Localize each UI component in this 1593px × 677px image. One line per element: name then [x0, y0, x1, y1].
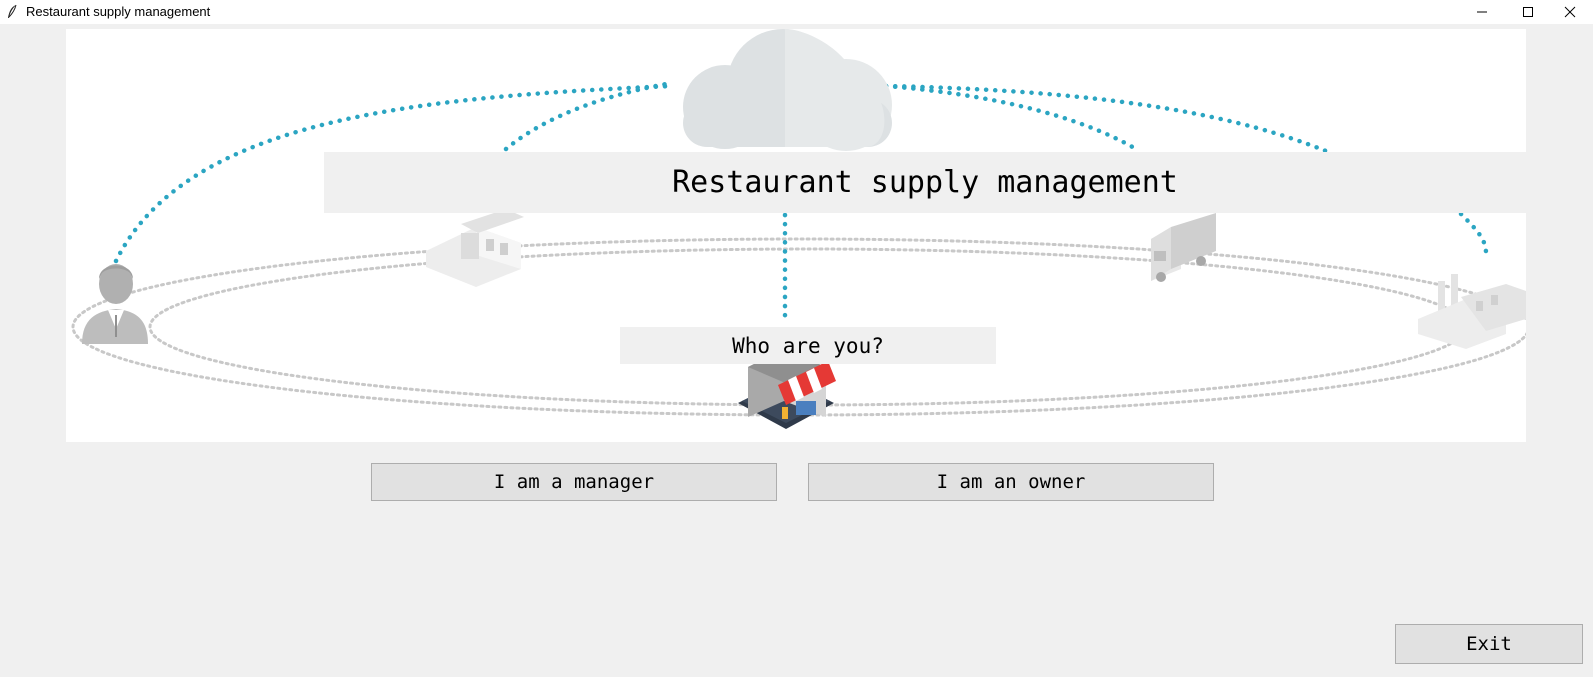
minimize-button[interactable] — [1459, 0, 1505, 24]
close-button[interactable] — [1547, 0, 1593, 24]
exit-button[interactable]: Exit — [1395, 624, 1583, 664]
restaurant-store-icon — [738, 349, 836, 429]
close-icon — [1564, 6, 1576, 18]
cloud-icon — [683, 29, 892, 151]
maximize-button[interactable] — [1505, 0, 1551, 24]
owner-button[interactable]: I am an owner — [808, 463, 1214, 501]
supply-chain-illustration — [71, 29, 1526, 429]
app-title: Restaurant supply management — [324, 152, 1526, 213]
warehouse-icon — [426, 209, 524, 287]
minimize-icon — [1476, 6, 1488, 18]
title-bar[interactable]: Restaurant supply management — [0, 0, 1593, 24]
maximize-icon — [1522, 6, 1534, 18]
factory-icon — [1418, 274, 1526, 349]
window-title: Restaurant supply management — [26, 4, 211, 19]
supply-chain-banner — [66, 29, 1526, 442]
connection-lines — [113, 81, 1489, 327]
role-question: Who are you? — [620, 327, 996, 364]
feather-icon — [6, 4, 18, 20]
person-icon — [82, 264, 148, 344]
manager-button[interactable]: I am a manager — [371, 463, 777, 501]
truck-icon — [1151, 213, 1216, 282]
